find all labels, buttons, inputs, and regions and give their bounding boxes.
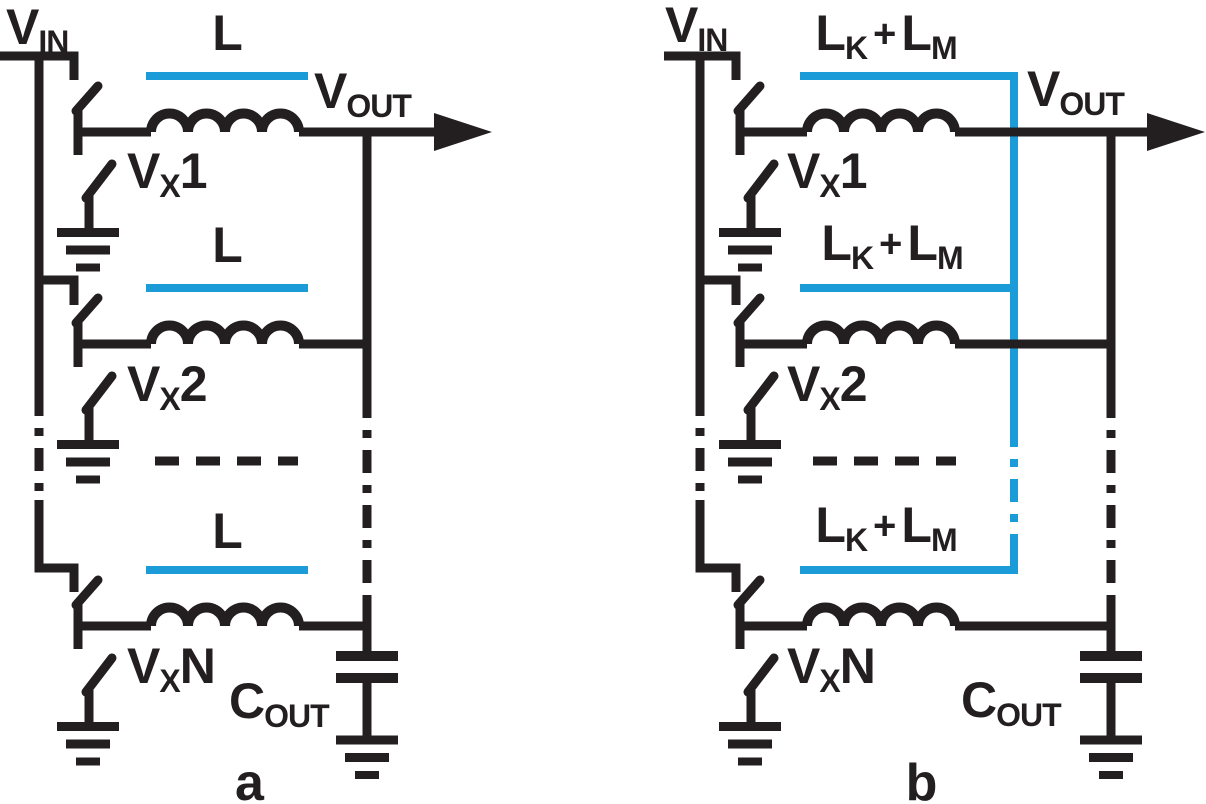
label-part: + <box>879 222 902 266</box>
b-caption: b <box>905 754 938 804</box>
label-part: L <box>212 217 243 273</box>
a-phase1-lowside-switch-blade <box>81 159 117 203</box>
b-vxn-label: VXN <box>787 638 876 699</box>
label-part: L <box>821 215 852 271</box>
b-phase2-branch-wire <box>700 275 741 305</box>
label-part: L <box>815 497 846 553</box>
a-phase3-inductor-coil <box>146 602 304 627</box>
a-vout-arrowhead <box>434 113 492 151</box>
b-inductor-label-2: LK+LM <box>821 215 964 276</box>
label-part: M <box>930 522 958 558</box>
b-vx2-label: VX2 <box>787 356 868 417</box>
label-part: IN <box>697 22 728 58</box>
label-part: a <box>235 754 264 804</box>
b-phase3-lowside-switch-blade <box>743 653 779 697</box>
b-vx1-label: VX1 <box>787 143 868 204</box>
label-part: OUT <box>346 88 412 124</box>
label-part: M <box>930 30 958 66</box>
label-part: L <box>815 5 846 61</box>
label-part: 1 <box>179 143 208 199</box>
label-part: N <box>839 638 876 694</box>
a-vin-feed-wire <box>0 51 79 80</box>
label-part: L <box>212 503 243 559</box>
label-part: OUT <box>264 698 330 734</box>
a-inductor-label-n: L <box>212 503 243 559</box>
label-part: V <box>787 638 820 694</box>
a-vxn-label: VXN <box>127 638 216 699</box>
label-part: N <box>179 638 216 694</box>
label-part: V <box>787 143 820 199</box>
b-vout-arrowhead <box>1147 113 1205 151</box>
label-part: 2 <box>839 356 868 412</box>
label-part: OUT <box>996 697 1062 733</box>
a-vx2-label: VX2 <box>127 356 208 417</box>
label-part: V <box>127 356 160 412</box>
label-part: C <box>961 672 997 728</box>
label-part: X <box>819 168 840 204</box>
b-input-bus-lower-wire <box>695 500 741 592</box>
b-phase3-inductor-coil <box>802 602 960 627</box>
b-phase1-highside-switch-blade <box>733 81 765 116</box>
label-part: M <box>936 240 964 276</box>
label-part: X <box>159 168 180 204</box>
a-vout-label: VOUT <box>314 63 412 124</box>
label-part: V <box>127 638 160 694</box>
label-part: L <box>901 497 932 553</box>
a-phase3-highside-switch-blade <box>71 575 103 610</box>
a-cout-label: COUT <box>229 673 330 734</box>
label-part: + <box>873 504 896 548</box>
label-part: K <box>844 522 868 558</box>
a-phase1-highside-switch-blade <box>71 81 103 116</box>
label-part: 1 <box>839 143 868 199</box>
b-phase2-inductor-coil <box>802 320 960 345</box>
label-part: X <box>159 381 180 417</box>
b-vin-label: VIN <box>665 0 728 58</box>
a-phase2-highside-switch-blade <box>71 293 103 328</box>
b-phase3-highside-switch-blade <box>733 575 765 610</box>
a-phase2-branch-wire <box>39 275 79 305</box>
b-vout-label: VOUT <box>1027 61 1125 122</box>
label-part: C <box>229 673 265 729</box>
label-part: 2 <box>179 356 208 412</box>
label-part: L <box>212 5 243 61</box>
b-cout-label: COUT <box>961 672 1062 733</box>
a-inductor-label-1: L <box>212 5 243 61</box>
label-part: V <box>665 0 698 53</box>
label-part: b <box>905 754 938 804</box>
label-part: V <box>787 356 820 412</box>
b-inductor-label-n: LK+LM <box>815 497 958 558</box>
b-phase1-inductor-coil <box>802 108 960 133</box>
b-vin-feed-wire <box>664 51 741 80</box>
label-part: X <box>159 663 180 699</box>
b-phase2-lowside-switch-blade <box>743 371 779 415</box>
label-part: V <box>6 0 39 55</box>
b-coupled-inductance-bar-1 <box>800 72 1018 424</box>
label-part: V <box>314 63 347 119</box>
label-part: K <box>850 240 874 276</box>
label-part: X <box>819 663 840 699</box>
label-part: V <box>1027 61 1060 117</box>
label-part: V <box>127 143 160 199</box>
b-inductor-label-1: LK+LM <box>815 5 958 66</box>
b-phase2-highside-switch-blade <box>733 293 765 328</box>
a-vx1-label: VX1 <box>127 143 208 204</box>
b-coupled-inductance-bar-n <box>800 542 1018 574</box>
b-phase1-lowside-switch-blade <box>743 159 779 203</box>
a-input-bus-lower-wire <box>34 500 79 592</box>
a-phase3-lowside-switch-blade <box>81 653 117 697</box>
label-part: X <box>819 381 840 417</box>
a-phase2-inductor-coil <box>146 320 304 345</box>
label-part: OUT <box>1059 86 1125 122</box>
label-part: + <box>873 12 896 56</box>
label-part: L <box>901 5 932 61</box>
a-caption: a <box>235 754 264 804</box>
a-phase1-inductor-coil <box>146 108 304 133</box>
label-part: IN <box>38 24 69 60</box>
a-vin-label: VIN <box>6 0 69 60</box>
a-inductor-label-2: L <box>212 217 243 273</box>
label-part: L <box>907 215 938 271</box>
label-part: K <box>844 30 868 66</box>
a-phase2-lowside-switch-blade <box>81 371 117 415</box>
